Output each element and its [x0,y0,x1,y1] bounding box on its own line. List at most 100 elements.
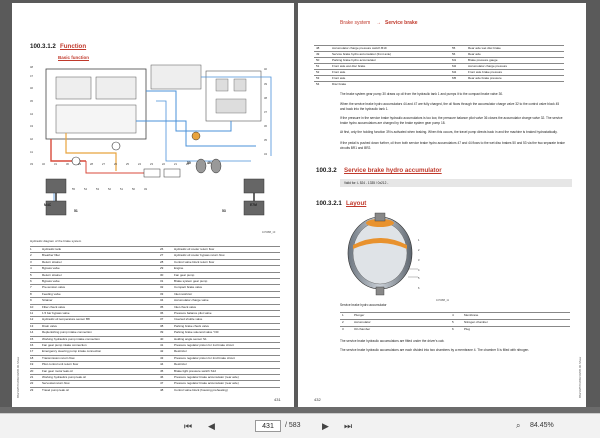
page-number-input[interactable]: 431 [255,420,281,432]
legend-number: 1 [30,247,32,251]
legend-text: Travel pump leak oil [42,387,69,392]
callout: 36 [264,125,267,128]
legend-text: Restrictor [174,349,187,354]
callout: 20 [186,163,189,166]
legend-number: 45 [160,368,164,373]
legend-text: Membrane [464,313,479,317]
legend-text: Oil chamber [354,327,371,331]
accumulator-illustration [347,212,418,296]
zoom-icon[interactable]: ⌕ [516,421,521,430]
legend-number: 31 [160,279,164,283]
legend-number: 3 [342,327,344,331]
legend-number: 49 [316,52,320,56]
legend-number: 43 [160,355,164,360]
legend-number: 29 [160,266,164,271]
callout: 28 [90,163,93,166]
hydraulic-diagram [45,64,272,216]
legend-number: 47 [160,381,164,386]
acc-callout: 5 [418,277,420,280]
divider [340,326,570,327]
acc-callout: 6 [418,287,420,290]
legend-number: 5 [452,320,454,324]
paragraph: The service brake hydraulic accumulators… [340,348,530,352]
zoom-level[interactable]: 84.45% [530,422,554,429]
last-page-icon[interactable]: ⏭ [344,421,353,431]
divider [30,310,280,311]
legend-number: M4 [452,70,457,74]
breadcrumb-brake-system: Brake system [340,20,371,26]
legend-text: Service brake hydro accumulator (front a… [332,52,392,56]
breadcrumb-service-brake: Service brake [385,20,418,26]
legend-text: Inverted shuttle valve [174,317,203,322]
valid-for: Valid for: L 524 - 1335 / 0x212 - [344,181,389,185]
legend-number: 48 [316,46,320,50]
legend-text: Replenishing pump intake connection [42,330,92,335]
first-page-icon[interactable]: ⏮ [184,421,193,431]
callout: 42 [30,138,33,141]
paragraph: At first, only the holding function 39 i… [340,130,558,134]
callout: 37 [264,111,267,114]
legend-number: 41 [160,343,164,347]
legend-text: Fan gear pump [174,272,195,277]
legend-text: Control valve block (housing preheating) [174,387,228,392]
legend-text: Restrictor [174,362,187,367]
callout: 32 [42,163,45,166]
legend-text: Parking brake check valve [174,323,210,328]
legend-text: Feeding valve [42,291,61,296]
callout: 49 [144,188,147,191]
divider [314,51,564,52]
legend-number: 9 [30,298,32,303]
legend-number: 1 [342,313,344,317]
divider [30,386,280,388]
legend-number: 36 [160,311,164,315]
divider [30,316,280,317]
legend-number: 18 [30,355,34,360]
divider [30,303,280,305]
divider [30,297,280,298]
callout: 55 [72,188,75,191]
legend-text: Front axle brake pressure [468,70,503,74]
horizontal-scrollbar[interactable] [0,407,600,413]
legend-number: M1 [452,58,457,62]
callout: 25 [126,163,129,166]
prev-page-icon[interactable]: ◀ [208,421,215,431]
side-label: BM/10/BTI/WM/40/0B.00.Sfww [578,356,582,398]
legend-number: M2 [452,64,457,68]
section-number: 100.3.1.2 [30,43,56,50]
legend-number: 40 [160,336,164,341]
legend-text: Accumulator charge pressure switch B19 [332,46,387,50]
callout: 46 [30,87,33,90]
legend-text: Pre-tension valve [42,285,66,290]
label-53: 53 [222,209,226,213]
page-number: 431 [274,397,281,402]
section-title: Function [60,43,87,50]
diagram-subtitle: Basic function [58,55,90,60]
legend-text: Accumulator charge pressure [468,64,508,68]
callout: 50 [132,188,135,191]
legend-number: 5 [30,272,32,277]
divider [340,312,570,313]
legend-number: 19 [30,362,34,367]
diagram-caption: Hydraulic diagram of the brake system [30,239,82,243]
divider [314,45,564,46]
callout: 30 [66,163,69,166]
next-page-icon[interactable]: ▶ [322,421,329,431]
divider [30,348,280,349]
paragraph: The service brake hydraulic accumulators… [340,339,445,343]
callout: 41 [30,151,33,154]
legend-text: Return strainer [42,259,62,264]
label-49: 49 [207,161,211,165]
callout: 24 [138,163,141,166]
callout: 33 [30,163,33,166]
legend-number: 4 [30,266,32,271]
divider [30,374,280,375]
legend-text: Front axle [332,76,346,80]
legend-text: Control valve block return flow [174,259,215,264]
legend-text: Parking brake solenoid valve Y30 [174,330,219,335]
legend-text: Rear axle brake pressure [468,76,502,80]
legend-text: Fan gear pump intake connection [42,343,87,347]
legend-number: 16 [30,343,34,347]
pdf-toolbar: ⏮ ◀ 431 / 583 ▶ ⏭ 84.45% ⌕ [0,413,600,438]
callout: 39 [264,83,267,86]
legend-text: 1.5 bar bypass valve [42,311,70,315]
